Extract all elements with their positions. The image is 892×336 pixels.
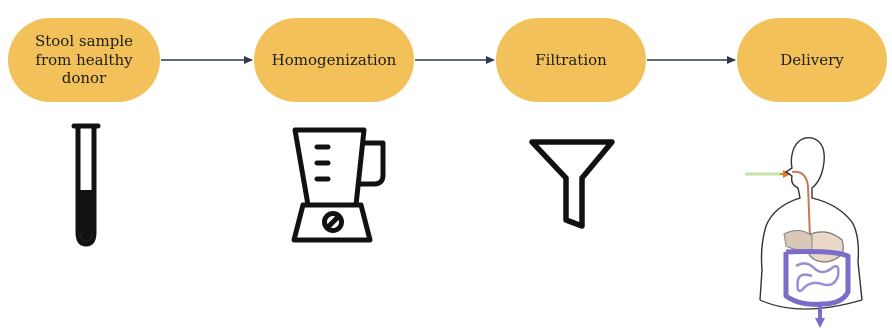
digestive-system-icon [745, 137, 863, 328]
step-stool-sample-label: Stool sample from healthy donor [34, 31, 134, 88]
funnel-icon [529, 139, 615, 229]
step-filtration-label: Filtration [535, 50, 607, 69]
step-delivery: Delivery [737, 18, 887, 102]
step-stool-sample: Stool sample from healthy donor [8, 18, 160, 102]
step-homogenization: Homogenization [254, 18, 414, 102]
test-tube-icon [71, 123, 101, 247]
step-homogenization-label: Homogenization [271, 50, 397, 69]
blender-icon [291, 127, 386, 243]
step-delivery-label: Delivery [780, 50, 844, 69]
step-filtration: Filtration [496, 18, 646, 102]
